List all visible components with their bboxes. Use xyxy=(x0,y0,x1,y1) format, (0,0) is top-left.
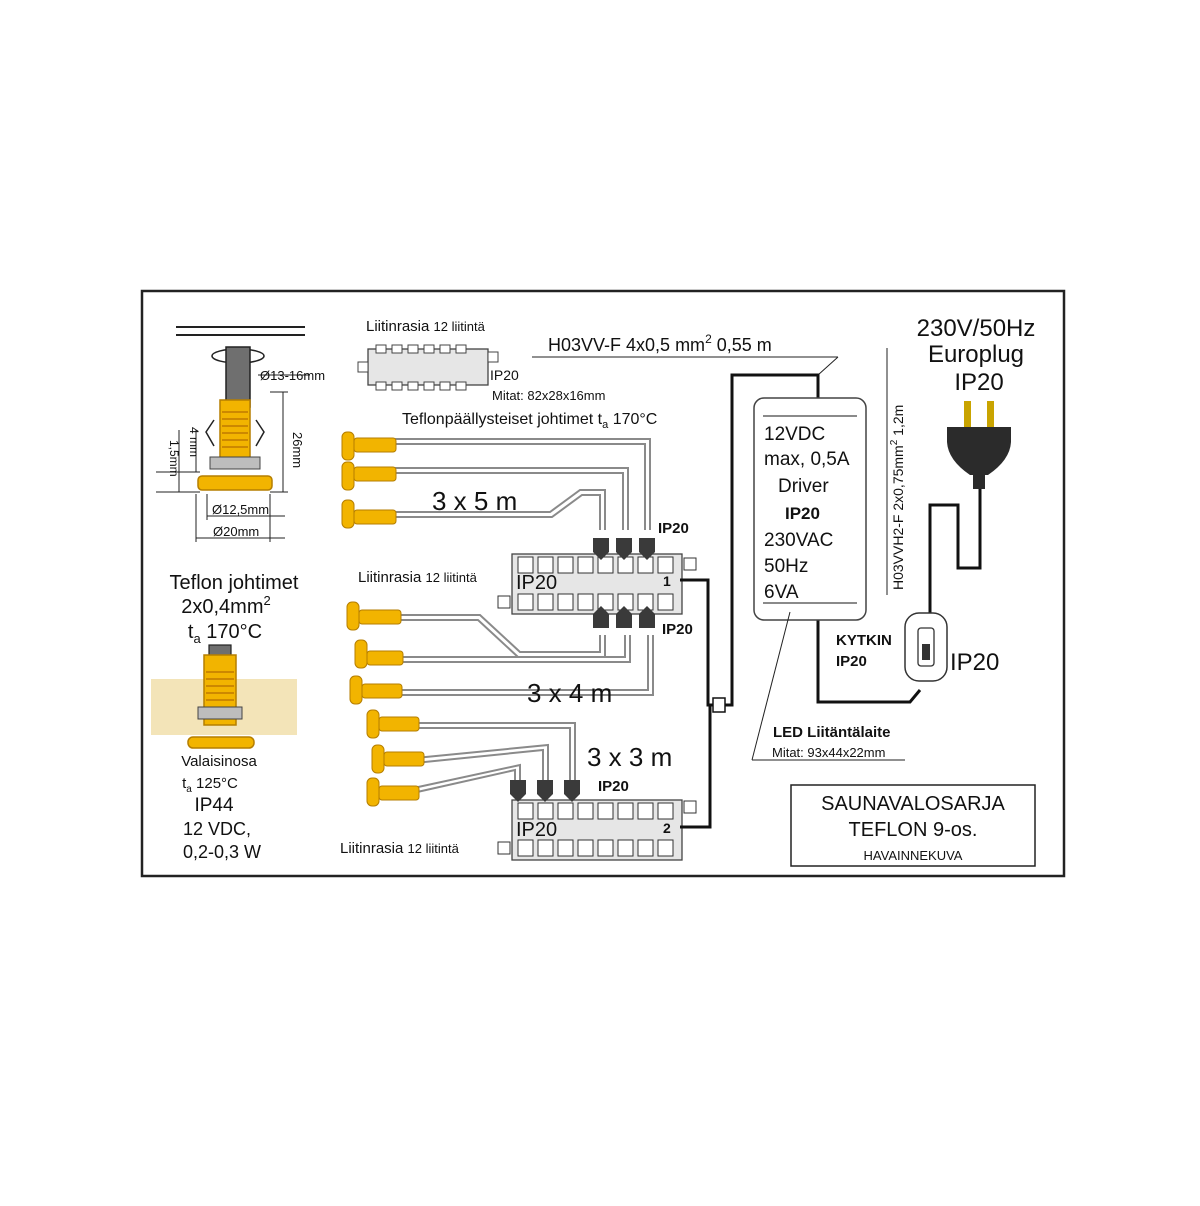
driver-box: 12VDC max, 0,5A Driver IP20 230VAC 50Hz … xyxy=(753,397,867,621)
title-l2: TEFLON 9-os. xyxy=(849,819,978,841)
group-1-length: 3 x 5 m xyxy=(432,486,517,516)
top-box-ip: IP20 xyxy=(490,367,519,383)
cord-label: H03VVH2-F 2x0,75mm2 1,2m xyxy=(889,405,906,590)
teflon-size: 2x0,4mm2 xyxy=(181,593,270,618)
group-3-length: 3 x 3 m xyxy=(587,742,672,772)
top-box-title: Liitinrasia 12 liitintä xyxy=(366,318,486,335)
driver-l2: max, 0,5A xyxy=(764,449,850,470)
diagram-frame xyxy=(140,289,1066,878)
led-title: LED Liitäntälaite xyxy=(773,724,891,741)
title-box: SAUNAVALOSARJA TEFLON 9-os. HAVAINNEKUVA xyxy=(790,784,1036,867)
teflon-spec: Teflon johtimet 2x0,4mm2 ta 170°C xyxy=(170,572,299,646)
dim-4: 4 mm xyxy=(187,427,201,457)
box1-num: 1 xyxy=(663,573,671,589)
lamp-probe xyxy=(341,499,397,529)
valaisin-ta: ta 125°C xyxy=(182,775,238,795)
lamp-probes xyxy=(341,431,425,807)
box2-ip: IP20 xyxy=(516,819,557,841)
driver-l7: 6VA xyxy=(764,582,799,603)
junction-box-2: IP20 IP20 2 Liitinrasia 12 liitintä xyxy=(340,778,697,861)
wires-group-2 xyxy=(398,614,654,696)
valaisin-name: Valaisinosa xyxy=(181,753,257,770)
dim-dia-13-16: Ø13-16mm xyxy=(260,368,325,383)
power-l2: Europlug xyxy=(928,341,1024,368)
driver-l1: 12VDC xyxy=(764,424,825,445)
teflon-ta: ta 170°C xyxy=(188,621,262,646)
switch-ip-big: IP20 xyxy=(950,649,999,676)
valaisin-ip: IP44 xyxy=(194,795,234,816)
europlug-icon xyxy=(947,401,1011,489)
lamp-probe xyxy=(341,461,397,491)
junction-box-1: IP20 IP20 IP20 1 Liitinrasia 12 liitintä xyxy=(358,520,697,638)
power-l1: 230V/50Hz xyxy=(917,315,1036,342)
wires-group-3 xyxy=(394,722,576,798)
driver-l5: 230VAC xyxy=(764,530,833,551)
lamp-probe xyxy=(346,601,402,631)
led-pointer xyxy=(751,611,791,761)
box2-ip-top: IP20 xyxy=(598,778,629,795)
teflon-title: Teflon johtimet xyxy=(170,572,299,594)
valaisin-voltage: 12 VDC, xyxy=(183,819,251,839)
driver-l6: 50Hz xyxy=(764,556,808,577)
dim-dia-20: Ø20mm xyxy=(213,524,259,539)
driver-l4: IP20 xyxy=(785,504,820,523)
top-junction-box: Liitinrasia 12 liitintä IP20 Mitat: 82x2… xyxy=(357,318,605,403)
power-spec: 230V/50Hz Europlug IP20 xyxy=(917,315,1036,396)
lamp-probe xyxy=(341,431,397,461)
valaisin-spec: Valaisinosa ta 125°C IP44 12 VDC, 0,2-0,… xyxy=(181,753,261,862)
group-2-length: 3 x 4 m xyxy=(527,678,612,708)
wire-splice xyxy=(712,697,726,713)
mounting-detail: Ø13-16mm 26mm 4 mm 1,5mm Ø12,5mm Ø20mm xyxy=(156,326,325,542)
box2-num: 2 xyxy=(663,820,671,836)
cable-label-text: H03VV-F 4x0,5 mm2 0,55 m xyxy=(548,332,772,355)
box1-ip: IP20 xyxy=(516,572,557,594)
cable-label: H03VV-F 4x0,5 mm2 0,55 m xyxy=(532,332,839,376)
switch-ip-small: IP20 xyxy=(836,653,867,670)
box1-ip-bottom: IP20 xyxy=(662,621,693,638)
dim-1-5: 1,5mm xyxy=(167,440,181,477)
dim-dia-12-5: Ø12,5mm xyxy=(212,502,269,517)
valaisin-power: 0,2-0,3 W xyxy=(183,842,261,862)
lamp-probe xyxy=(371,744,425,774)
box1-title: Liitinrasia 12 liitintä xyxy=(358,569,478,586)
lamp-probe xyxy=(366,777,420,807)
lamp-probe xyxy=(349,675,403,705)
ceramic-mount-detail xyxy=(151,644,297,749)
box1-ip-top: IP20 xyxy=(658,520,689,537)
teflon-wires-label: Teflonpäällysteiset johtimet ta 170°C xyxy=(402,411,657,431)
wires-group-1 xyxy=(395,438,651,530)
title-l1: SAUNAVALOSARJA xyxy=(821,793,1005,815)
title-l3: HAVAINNEKUVA xyxy=(864,848,963,863)
top-box-size: Mitat: 82x28x16mm xyxy=(492,388,605,403)
led-size: Mitat: 93x44x22mm xyxy=(772,745,885,760)
power-l3: IP20 xyxy=(954,369,1003,396)
switch-kytkin: KYTKIN IP20 IP20 xyxy=(836,612,999,682)
switch-label: KYTKIN xyxy=(836,632,892,649)
lamp-probe xyxy=(366,709,420,739)
driver-l3: Driver xyxy=(778,476,829,497)
dim-26: 26mm xyxy=(290,432,305,468)
lamp-probe xyxy=(354,639,404,669)
box2-title: Liitinrasia 12 liitintä xyxy=(340,840,460,857)
